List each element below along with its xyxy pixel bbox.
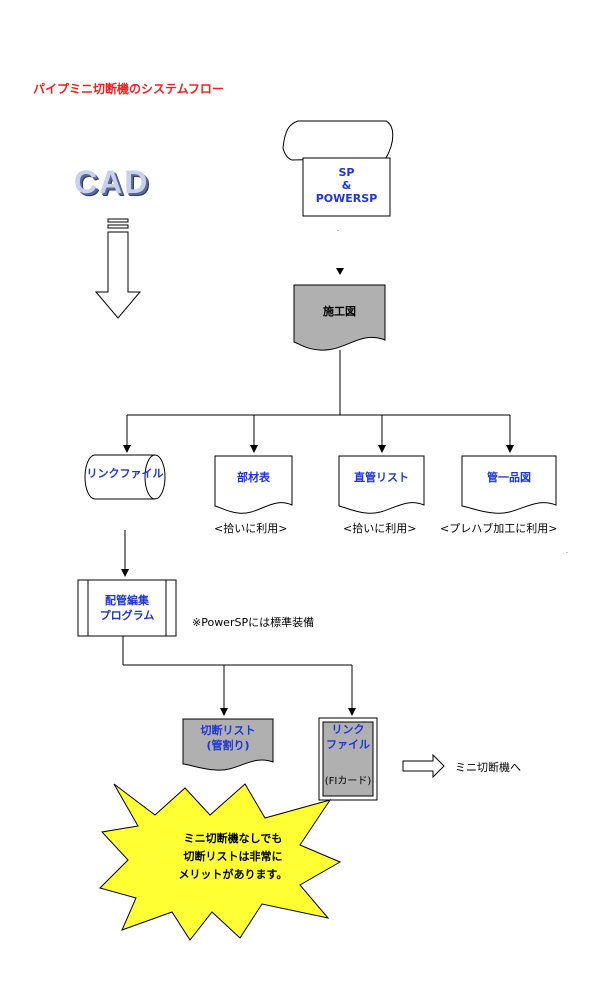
link-file-cylinder xyxy=(84,454,166,500)
cut-list-line2: (管割り) xyxy=(206,739,250,752)
cad-down-arrow xyxy=(94,218,142,319)
sp-powersp-box xyxy=(302,157,391,217)
to-cutter-label: ミニ切断機へ xyxy=(455,761,521,774)
burst-line2: 切断リストは非常に xyxy=(183,850,283,863)
link-file-card-line3: (FIカード) xyxy=(324,776,372,787)
link-file-card-line2: ファイル xyxy=(326,738,370,751)
piping-program-box xyxy=(77,579,177,637)
piping-program-line2: プログラム xyxy=(99,609,155,622)
note-pickup-2: <拾いに利用> xyxy=(343,522,417,535)
single-part-drawing-label: 管一品図 xyxy=(487,471,531,484)
cad-label: CAD xyxy=(74,164,150,200)
link-file-card-label: リンク ファイル xyxy=(323,722,373,752)
benefit-starburst xyxy=(99,783,342,941)
cut-list-doc xyxy=(182,718,274,771)
sp-powersp-label: SP & POWERSP xyxy=(303,166,390,205)
note-prefab: <プレハブ加工に利用> xyxy=(440,522,558,535)
starburst-text: ミニ切断機なしでも 切断リストは非常に メリットがあります。 xyxy=(158,830,308,884)
to-cutter-arrow xyxy=(402,753,445,779)
cut-list-label: 切断リスト (管割り) xyxy=(183,723,273,753)
piping-program-line1: 配管編集 xyxy=(105,594,149,607)
arrowhead-small xyxy=(336,268,344,275)
stray-dot: . xyxy=(337,226,339,233)
tape-storage-shape xyxy=(282,120,394,161)
burst-line3: メリットがあります。 xyxy=(178,868,288,881)
cut-list-line1: 切断リスト xyxy=(200,724,256,737)
burst-line1: ミニ切断機なしでも xyxy=(183,832,283,845)
stray-dot-2: . xyxy=(566,548,568,555)
construction-drawing-doc xyxy=(293,284,386,351)
link-file-card-box xyxy=(318,717,378,801)
sp-line2: & xyxy=(341,179,352,192)
straight-pipe-list-label: 直管リスト xyxy=(354,471,409,484)
powersp-note: ※PowerSPには標準装備 xyxy=(192,616,315,629)
materials-table-doc xyxy=(214,455,293,514)
link-file-label: リンクファイル xyxy=(86,467,164,480)
materials-table-label: 部材表 xyxy=(237,471,270,484)
link-file-card-line1: リンク xyxy=(331,723,365,736)
piping-program-label: 配管編集 プログラム xyxy=(88,593,166,623)
sp-line1: SP xyxy=(338,166,355,179)
straight-pipe-list-doc xyxy=(338,455,425,514)
note-pickup-1: <拾いに利用> xyxy=(214,522,288,535)
single-part-drawing-doc xyxy=(461,455,557,514)
page-title: パイプミニ切断機のシステムフロー xyxy=(33,82,224,96)
construction-drawing-label: 施工図 xyxy=(323,305,356,318)
sp-line3: POWERSP xyxy=(315,192,378,205)
